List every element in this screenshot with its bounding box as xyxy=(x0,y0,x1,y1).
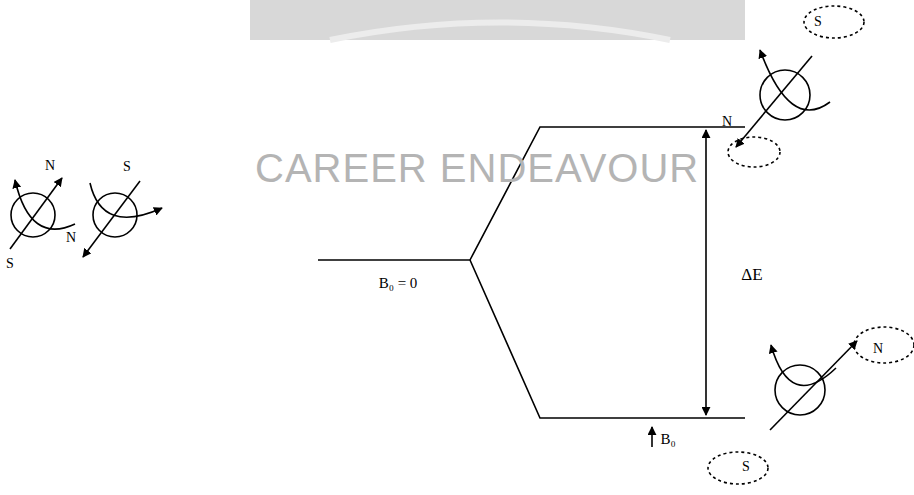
pole-label: N xyxy=(873,342,883,356)
nucleus-left-1 xyxy=(10,178,75,249)
watermark: CAREER ENDEAVOUR xyxy=(255,148,699,188)
logo-arc xyxy=(330,23,670,41)
pole-label: S xyxy=(742,460,750,474)
field-label: B₀ xyxy=(660,432,675,447)
pole-label: N xyxy=(722,115,732,129)
energy-gap-label: ΔE xyxy=(741,266,762,283)
pole-label: S xyxy=(6,257,14,271)
nucleus-left-2 xyxy=(83,181,162,257)
field-label: B₀ = 0 xyxy=(379,276,418,291)
nucleus-upper xyxy=(728,6,864,167)
logo-band xyxy=(250,0,745,40)
pole-label: S xyxy=(123,160,131,174)
pole-label: S xyxy=(814,15,822,29)
nucleus-lower xyxy=(708,327,914,484)
pole-label: N xyxy=(45,159,55,173)
pole-label: N xyxy=(66,231,76,245)
